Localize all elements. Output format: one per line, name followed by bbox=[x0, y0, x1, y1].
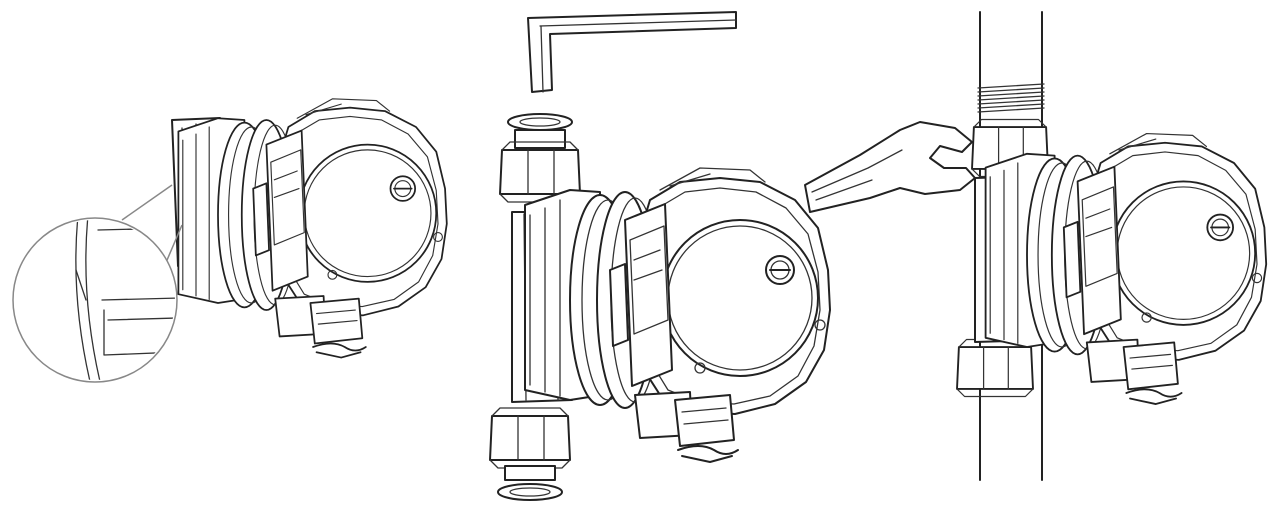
union-nut-bottom-icon bbox=[489, 407, 571, 469]
step-1-group bbox=[12, 97, 448, 383]
step-3-group bbox=[804, 11, 1268, 481]
gasket-bottom-icon bbox=[497, 483, 563, 501]
detail-callout-content bbox=[75, 220, 175, 380]
union-nut-lower-icon bbox=[956, 338, 1034, 398]
detail-callout-circle bbox=[12, 217, 178, 383]
circulator-pump-large-icon bbox=[524, 167, 831, 463]
open-end-wrench-icon bbox=[804, 121, 976, 213]
threaded-pipe-icon bbox=[977, 83, 1045, 113]
circulator-pump-icon bbox=[177, 97, 448, 359]
hex-key-icon bbox=[527, 11, 737, 93]
gasket-top-icon bbox=[507, 113, 573, 131]
step-2-group bbox=[489, 11, 831, 501]
